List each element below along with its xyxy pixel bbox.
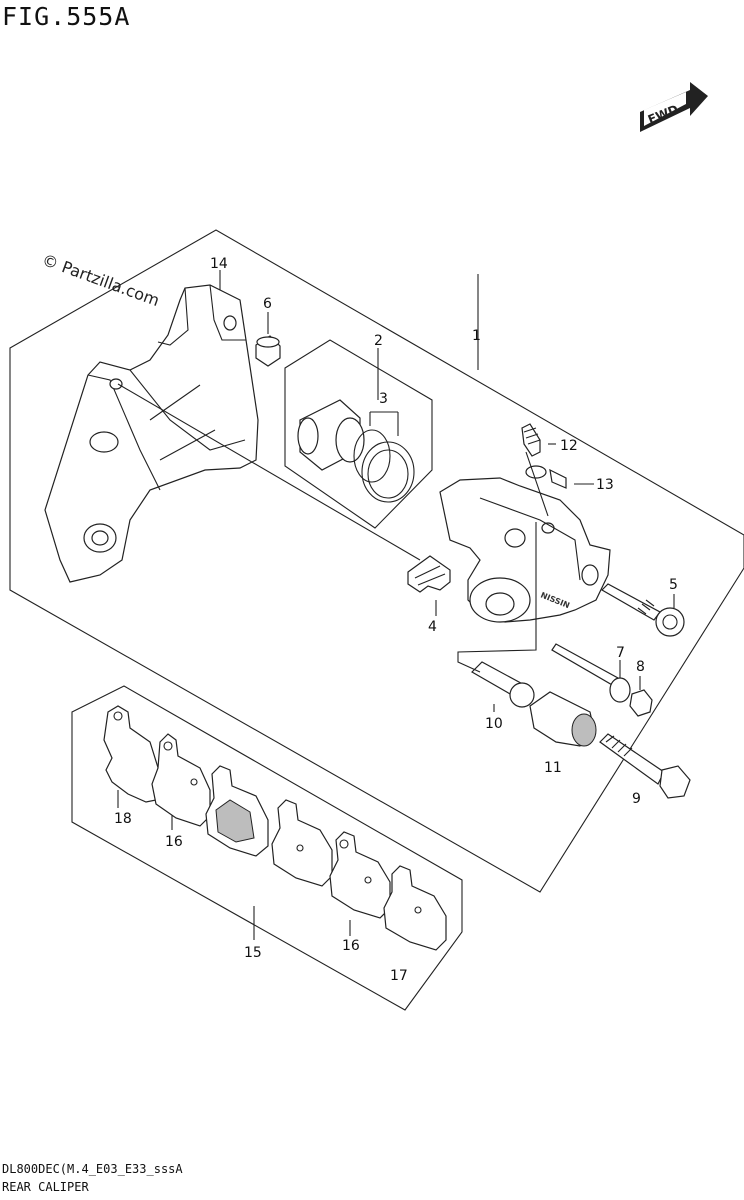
callout-12: 12	[560, 438, 578, 454]
piston-seals	[353, 429, 415, 503]
model-code: DL800DEC(M.4_E03_E33_sssA	[2, 1162, 183, 1176]
brake-pad-shim-18	[103, 705, 161, 803]
section-name: REAR CALIPER	[2, 1180, 89, 1194]
callout-11: 11	[544, 760, 562, 776]
bleeder-cap	[255, 335, 281, 367]
callout-9: 9	[632, 791, 641, 807]
callout-3: 3	[379, 391, 388, 407]
caliper-assembly-outline	[9, 229, 744, 893]
slide-pin	[551, 643, 631, 703]
callout-18: 18	[114, 811, 132, 827]
callout-17: 17	[390, 968, 408, 984]
callout-6: 6	[263, 296, 272, 312]
caliper-bracket	[44, 284, 259, 583]
brake-pad-set-outline	[71, 685, 463, 1011]
callout-13: 13	[596, 477, 614, 493]
leader-lines	[117, 270, 675, 940]
callout-16b: 16	[342, 938, 360, 954]
fwd-arrow-icon: FWD	[640, 82, 708, 132]
piston-kit-outline	[284, 339, 433, 529]
brake-pad-16a	[151, 733, 211, 827]
callout-14: 14	[210, 256, 228, 272]
callout-labels: 1 2 3 4 5 6 7 8 9 10 11 12 13 14 15 16 1…	[114, 256, 678, 984]
callout-16a: 16	[165, 834, 183, 850]
brake-pad-17c	[383, 865, 447, 951]
pin-boot	[629, 689, 653, 717]
union-bolt	[525, 465, 567, 489]
callout-4: 4	[428, 619, 437, 635]
figure-title: FIG.555A	[2, 2, 131, 31]
brake-pad-17a	[205, 765, 269, 857]
brake-pad-16b	[329, 831, 391, 919]
caliper-body: NISSIN	[439, 477, 611, 623]
pad-spring	[407, 555, 451, 593]
slide-pin-bolt	[601, 583, 685, 637]
bleeder-screw	[521, 423, 541, 457]
piston	[297, 399, 365, 471]
pin-sleeve	[471, 661, 535, 708]
callout-8: 8	[636, 659, 645, 675]
callout-15: 15	[244, 945, 262, 961]
callout-7: 7	[616, 645, 625, 661]
callout-1: 1	[472, 328, 481, 344]
brake-pad-17b	[271, 799, 333, 887]
callout-10: 10	[485, 716, 503, 732]
callout-2: 2	[374, 333, 383, 349]
caliper-bolt	[599, 733, 691, 799]
rubber-bush	[529, 691, 597, 747]
callout-5: 5	[669, 577, 678, 593]
